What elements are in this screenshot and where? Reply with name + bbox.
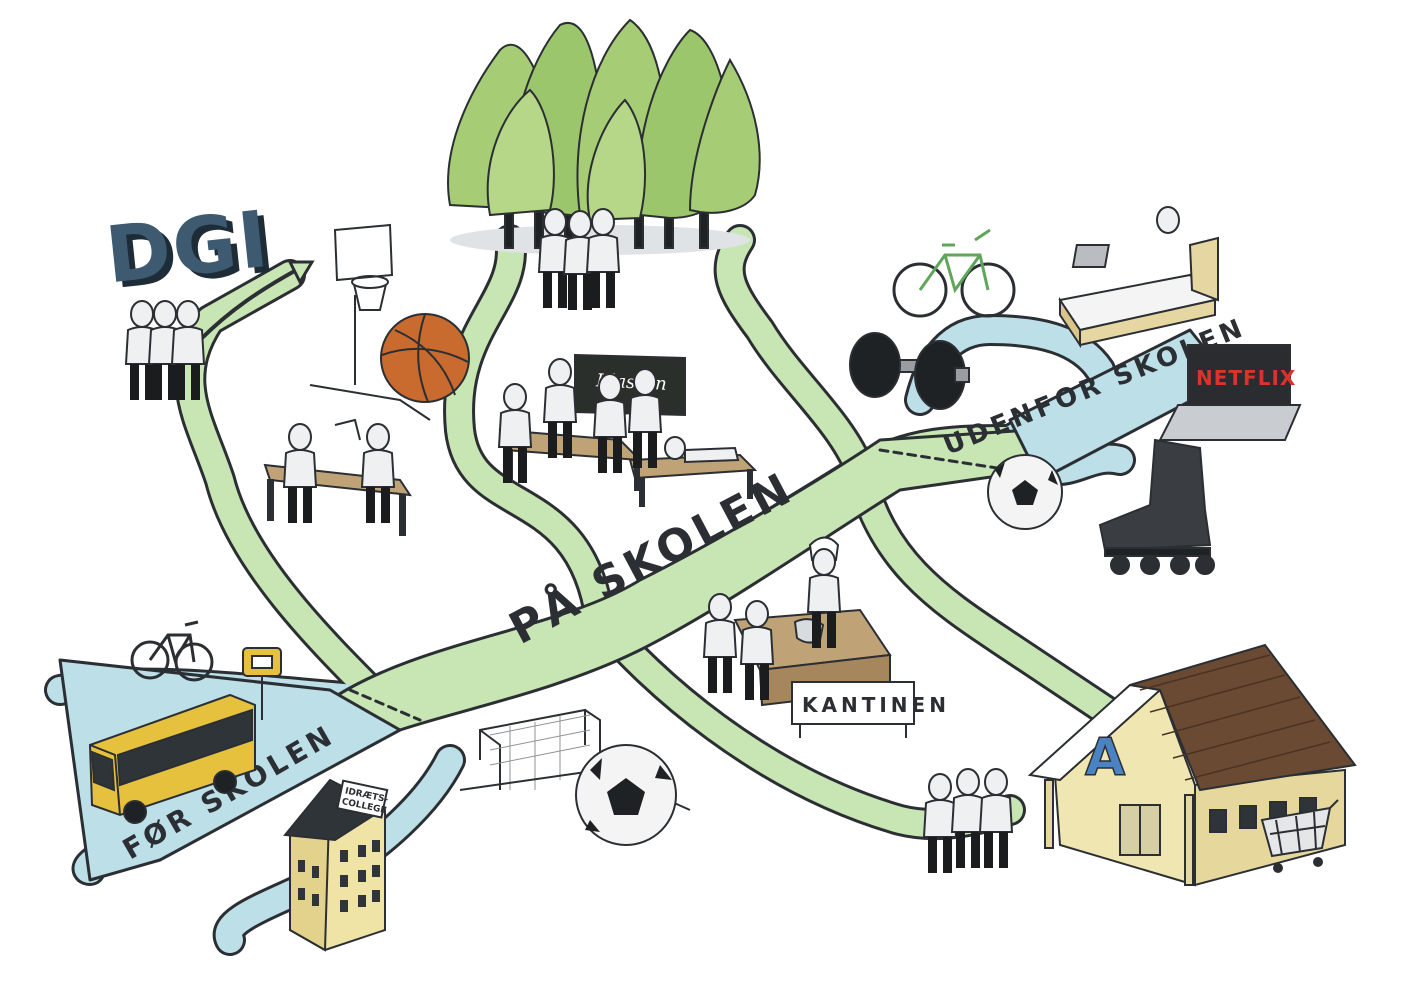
svg-text:DGI: DGI bbox=[108, 200, 280, 307]
netflix-label: NETFLIX bbox=[1196, 366, 1296, 390]
kantinen-label: KANTINEN bbox=[802, 693, 950, 717]
person-figure-icon bbox=[740, 600, 774, 701]
dormitory-building-icon: IDRÆTS- COLLEGE bbox=[283, 778, 389, 952]
bicycle-icon bbox=[130, 620, 214, 682]
person-figure-icon bbox=[283, 423, 317, 524]
svg-text:DGI: DGI bbox=[102, 195, 274, 302]
person-figure-icon bbox=[923, 773, 957, 874]
bicycle-icon bbox=[892, 228, 1016, 318]
shopping-cart-icon bbox=[1260, 799, 1339, 873]
forest-icon bbox=[447, 18, 761, 255]
person-in-bed-icon bbox=[1156, 206, 1180, 234]
person-figure-icon bbox=[628, 368, 662, 469]
dgi-logo: DGI DGI bbox=[102, 195, 281, 307]
arrow-icon bbox=[198, 266, 301, 342]
basketball-icon bbox=[380, 313, 470, 403]
bed-icon bbox=[1058, 236, 1219, 349]
arrow-head-icon bbox=[287, 260, 315, 286]
inline-skate-icon bbox=[1098, 438, 1215, 575]
bus-stop-sign-icon bbox=[242, 647, 282, 720]
classroom-icon: Klassen bbox=[498, 353, 758, 507]
person-figure-icon bbox=[979, 768, 1013, 869]
supermarket-icon: A bbox=[1027, 643, 1357, 887]
store-logo-label: A bbox=[1085, 728, 1125, 788]
person-figure-icon bbox=[951, 768, 985, 869]
basketball-hoop-icon bbox=[309, 223, 431, 421]
person-figure-icon bbox=[586, 208, 620, 309]
laptop-icon: NETFLIX bbox=[1158, 344, 1302, 441]
person-figure-icon bbox=[703, 593, 737, 694]
person-figure-icon bbox=[361, 423, 395, 524]
kantinen-sign: KANTINEN bbox=[791, 681, 950, 738]
person-figure-icon bbox=[498, 383, 532, 484]
soccer-ball-icon bbox=[575, 744, 677, 846]
dumbbell-icon bbox=[849, 332, 970, 410]
bus-icon bbox=[88, 693, 256, 824]
reclining-person-icon bbox=[664, 436, 740, 464]
soccer-ball-icon bbox=[987, 454, 1063, 530]
